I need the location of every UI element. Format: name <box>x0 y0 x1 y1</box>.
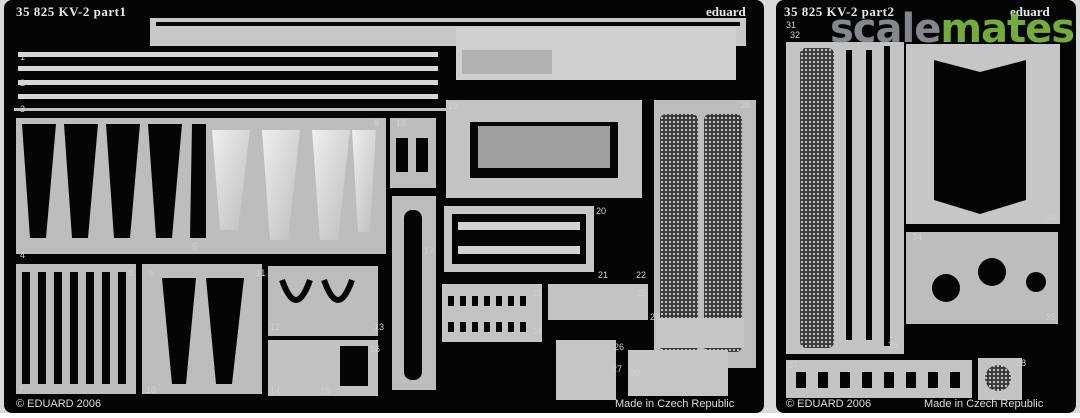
part-number-7: 7 <box>18 385 24 395</box>
part-number-3: 3 <box>20 104 26 114</box>
part-number-13: 13 <box>374 322 385 332</box>
part-number-22: 22 <box>636 270 647 280</box>
part-number-26: 26 <box>614 342 625 352</box>
part-number-29: 29 <box>650 312 661 322</box>
fret2-title: 35 825 KV-2 part2 <box>784 4 895 19</box>
part-number-27: 27 <box>612 364 623 374</box>
part-number-33: 33 <box>1046 212 1057 222</box>
fret1-origin: Made in Czech Republic <box>615 398 735 410</box>
part-number-31: 31 <box>786 20 797 30</box>
scalemates-watermark: scalemates <box>830 6 1075 52</box>
part-number-10: 10 <box>146 385 157 395</box>
part-number-35: 35 <box>1046 312 1057 322</box>
fret2-origin: Made in Czech Republic <box>924 398 1044 410</box>
watermark-part1: scale <box>830 6 941 52</box>
parts-1-3-rails <box>14 52 446 111</box>
part-number-23: 23 <box>532 288 543 298</box>
part-number-17: 17 <box>424 246 435 256</box>
part-number-21: 21 <box>598 270 609 280</box>
part-number-15: 15 <box>320 386 331 396</box>
part-number-38: 38 <box>1016 358 1027 368</box>
part-number-6: 6 <box>374 118 380 128</box>
part-number-16: 16 <box>370 344 381 354</box>
fret2-brand: eduard <box>1010 4 1050 19</box>
watermark-part2: mates <box>940 6 1075 52</box>
fret1-copyright: © EDUARD 2006 <box>16 398 102 410</box>
fret2-copyright: © EDUARD 2006 <box>786 398 872 410</box>
part-number-37: 37 <box>788 360 799 370</box>
fret1-brand: eduard <box>706 4 746 19</box>
part-number-5: 5 <box>192 242 198 252</box>
part-number-14: 14 <box>270 386 281 396</box>
part-number-8: 8 <box>128 268 134 278</box>
part-number-34: 34 <box>912 232 923 242</box>
part-number-4: 4 <box>20 250 26 260</box>
fret1-title: 35 825 KV-2 part1 <box>16 4 127 19</box>
part-19-frame <box>446 100 642 198</box>
part-number-20: 20 <box>596 206 607 216</box>
part-number-19: 19 <box>448 101 459 111</box>
part-number-36: 36 <box>888 340 899 350</box>
fret-part1 <box>0 0 768 413</box>
part-number-1: 1 <box>20 52 26 62</box>
fret-part2 <box>768 0 1080 413</box>
part-number-32: 32 <box>790 30 801 40</box>
part-number-11: 11 <box>256 268 266 278</box>
parts-4-6-plates <box>16 118 386 254</box>
part-number-24: 24 <box>532 326 543 336</box>
part-number-2: 2 <box>20 78 26 88</box>
part-number-25: 25 <box>636 288 647 298</box>
part-number-30: 30 <box>630 368 641 378</box>
part-number-12: 12 <box>270 322 281 332</box>
part-number-28: 28 <box>740 100 751 110</box>
part-number-9: 9 <box>148 268 154 278</box>
part-number-18: 18 <box>396 118 407 128</box>
